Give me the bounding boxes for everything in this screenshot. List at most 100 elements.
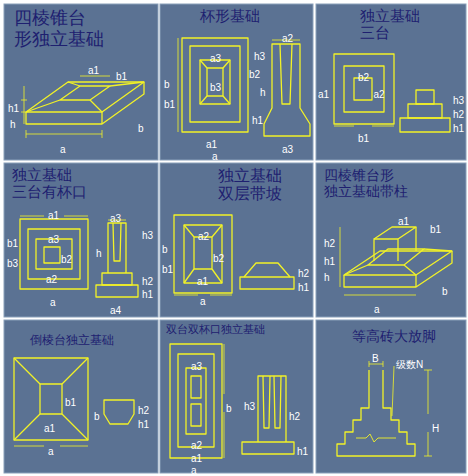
label-anchor: a1	[318, 84, 329, 102]
two-layer-sloped-footing-stroke-stroke	[174, 295, 198, 296]
frustum-footing-stroke	[26, 82, 144, 112]
label-anchor: a1	[197, 271, 208, 289]
label-anchor: a3	[110, 208, 121, 226]
dimension-label: a	[50, 297, 56, 308]
label-anchor: h2	[289, 406, 300, 424]
dimension-label: a1	[44, 423, 55, 434]
label-anchor: h1	[8, 98, 19, 116]
panel-grounds-stroke	[160, 4, 313, 160]
dimension-label: h2	[289, 411, 300, 422]
dimension-label: a3	[210, 53, 221, 64]
brick-footing-stroke	[356, 434, 396, 442]
foundation-illustrations-stroke	[14, 38, 452, 458]
dimension-label: h	[260, 87, 266, 98]
brick-footing-stroke-stroke	[424, 370, 432, 371]
brick-footing-stroke-stroke	[424, 456, 432, 457]
brick-footing-stroke-stroke	[428, 370, 429, 414]
panel-grounds-stroke	[316, 163, 466, 317]
frustum-footing-stroke	[90, 100, 102, 112]
two-layer-sloped-footing-stroke	[184, 269, 194, 283]
dimension-label: h	[96, 248, 102, 259]
cup-footing-stroke-stroke	[178, 38, 179, 132]
three-step-footing-stroke-stroke	[334, 126, 354, 127]
dimension-label: H	[432, 423, 439, 434]
double-cup-footing-stroke	[258, 376, 286, 442]
label-anchor: a1	[48, 205, 59, 223]
dimension-label: a	[200, 296, 206, 307]
foundation-panel: 独立基础 三台	[316, 4, 466, 160]
label-anchor: a	[191, 460, 197, 476]
foundation-panel: 独立基础 双层带坡	[160, 163, 313, 317]
panel-grounds-stroke	[4, 4, 158, 160]
dimension-label: h2	[142, 276, 153, 287]
double-cup-footing-stroke-stroke	[224, 412, 225, 458]
dimension-label: b	[94, 411, 100, 422]
label-anchor: a3	[48, 229, 59, 247]
label-anchor: h2	[298, 263, 309, 281]
dimension-label: a4	[110, 305, 121, 316]
label-anchor: a	[212, 146, 218, 164]
dimension-label: a	[191, 465, 197, 476]
label-anchor: h1	[453, 118, 464, 136]
dimension-label: h3	[254, 51, 265, 62]
frustum-footing-with-column-stroke	[340, 227, 416, 295]
dimension-label: a1	[48, 210, 59, 221]
two-layer-sloped-footing-stroke	[240, 277, 294, 289]
dimension-label: b2	[213, 253, 224, 264]
double-cup-footing-stroke	[170, 344, 222, 458]
dimension-label: b	[138, 123, 144, 134]
label-anchor: a	[48, 441, 54, 459]
label-anchor: b	[138, 118, 144, 136]
foundation-panel: 四棱锥台 形独立基础	[4, 4, 158, 160]
panel-title: 独立基础 三台有杯口	[12, 167, 132, 202]
frustum-footing-stroke	[110, 82, 144, 86]
two-layer-sloped-footing-stroke	[184, 225, 194, 237]
frustum-footing-with-column-stroke	[368, 249, 424, 265]
label-anchor: a1	[398, 211, 409, 229]
panel-title: 杯形基础	[200, 8, 300, 25]
dimension-label: h1	[324, 256, 335, 267]
double-cup-footing-stroke	[191, 404, 201, 426]
frustum-footing-with-column-stroke	[415, 227, 416, 251]
label-anchor: b	[226, 398, 232, 416]
brick-footing-stroke-stroke	[392, 366, 394, 416]
frustum-footing-stroke-stroke	[102, 130, 103, 138]
dimension-label: b	[442, 286, 448, 297]
double-cup-footing-stroke	[224, 344, 225, 458]
label-anchor: a3	[210, 48, 221, 66]
three-step-cup-footing-stroke	[102, 273, 132, 285]
dimension-label: b1	[358, 133, 369, 144]
cup-footing-stroke	[200, 96, 207, 104]
dimension-label: 级数N	[396, 359, 423, 370]
three-step-cup-footing-stroke	[44, 247, 60, 263]
panel-title: 双台双杯口独立基础	[166, 324, 306, 337]
label-anchor: h2	[324, 233, 335, 251]
label-anchor: h1	[142, 284, 153, 302]
label-anchor: a1	[88, 60, 99, 78]
frustum-footing	[21, 76, 144, 138]
dimension-label: h3	[453, 95, 464, 106]
label-anchor: b3	[7, 253, 18, 271]
three-step-cup-footing-stroke	[28, 229, 80, 279]
label-anchor: b1	[164, 94, 175, 112]
frustum-footing-stroke	[21, 76, 110, 138]
label-anchor: H	[432, 418, 439, 436]
inverted-frustum-footing-stroke	[14, 414, 40, 440]
panel-title: 独立基础 双层带坡	[218, 167, 308, 204]
dimension-label: b1	[164, 99, 175, 110]
label-anchor: h1	[138, 414, 149, 432]
dimension-label: b1	[65, 397, 76, 408]
dimension-label: a1	[318, 89, 329, 100]
label-anchor: a4	[110, 300, 121, 318]
cup-footing-stroke	[207, 68, 223, 96]
panel-grounds-stroke	[316, 4, 466, 160]
inverted-frustum-footing-stroke	[14, 358, 88, 440]
cup-footing-stroke	[223, 96, 230, 104]
dimension-label: a3	[48, 234, 59, 245]
label-anchor: b1	[358, 128, 369, 146]
label-anchor: b	[162, 239, 168, 257]
frustum-footing-stroke	[60, 86, 110, 100]
label-anchor: b3	[210, 77, 221, 95]
label-anchor: b1	[65, 392, 76, 410]
dimension-label: b	[164, 79, 170, 90]
